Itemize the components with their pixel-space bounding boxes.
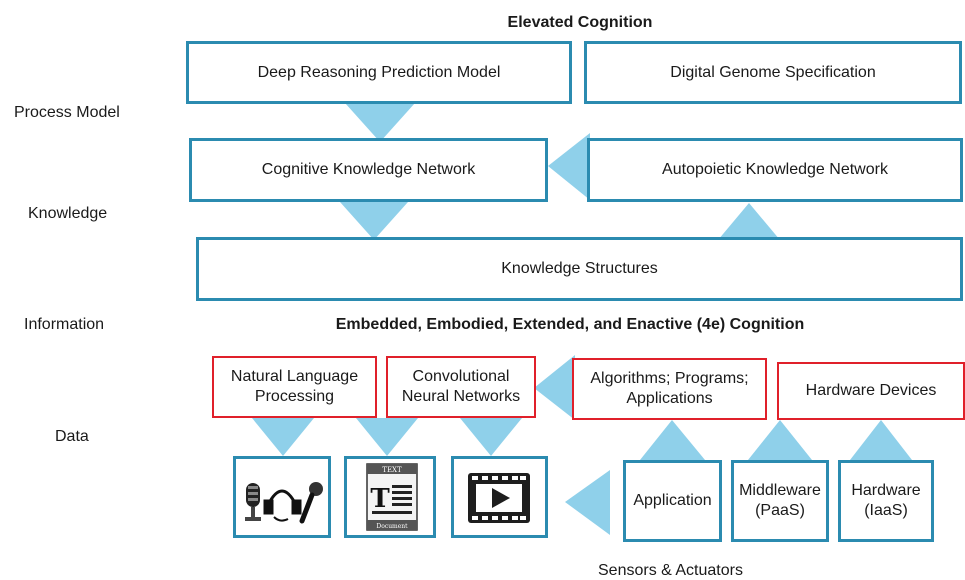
video-player-icon — [468, 473, 530, 523]
box-natural-language-processing: Natural Language Processing — [212, 356, 377, 418]
cnn-line1: Convolutional — [412, 368, 510, 385]
middleware-line1: Middleware — [739, 482, 821, 499]
text-document-icon: TEXT T Document — [366, 463, 418, 531]
arrow-autopoietic-to-cognitive — [548, 133, 590, 200]
box-knowledge-structures-label: Knowledge Structures — [501, 260, 658, 277]
box-autopoietic-kn-label: Autopoietic Knowledge Network — [662, 161, 888, 178]
box-deep-reasoning: Deep Reasoning Prediction Model — [186, 41, 572, 104]
doc-top-text: TEXT — [382, 466, 402, 474]
label-information: Information — [24, 316, 105, 333]
box-digital-genome-label: Digital Genome Specification — [670, 63, 876, 81]
arrow-middleware-to-algorithms — [748, 420, 812, 460]
nlp-line2: Processing — [254, 388, 335, 405]
headphones-icon — [263, 489, 302, 522]
arrow-application-to-algorithms — [640, 420, 705, 460]
svg-text:T: T — [370, 484, 390, 514]
cnn-line2: Neural Networks — [401, 388, 521, 405]
heading-elevated-cognition: Elevated Cognition — [507, 14, 653, 31]
box-deep-reasoning-label: Deep Reasoning Prediction Model — [257, 63, 501, 81]
arrow-cnn-to-text — [356, 418, 418, 456]
microphone-icon — [245, 483, 261, 521]
label-knowledge: Knowledge — [28, 205, 108, 222]
label-sensors-actuators: Sensors & Actuators — [598, 562, 743, 579]
handheld-microphone-icon — [299, 482, 323, 524]
text-document-box: TEXT T Document — [344, 456, 436, 538]
box-digital-genome: Digital Genome Specification — [584, 41, 962, 104]
arrow-structures-to-autopoietic — [718, 203, 780, 240]
box-convolutional-neural-networks: Convolutional Neural Networks — [386, 356, 536, 418]
heading-4e-cognition: Embedded, Embodied, Extended, and Enacti… — [335, 316, 805, 333]
nlp-line1: Natural Language — [230, 368, 359, 385]
box-knowledge-structures: Knowledge Structures — [196, 237, 963, 301]
arrow-cnn-to-video — [460, 418, 522, 456]
box-hardware: Hardware (IaaS) — [838, 460, 934, 542]
audio-devices-box — [233, 456, 331, 538]
doc-bottom-text: Document — [376, 523, 408, 530]
hardware-line1: Hardware — [851, 482, 921, 499]
box-autopoietic-knowledge-network: Autopoietic Knowledge Network — [587, 138, 963, 202]
box-algorithms-programs-applications: Algorithms; Programs; Applications — [572, 358, 767, 420]
video-player-box — [451, 456, 548, 538]
audio-devices-icon — [245, 482, 323, 524]
box-middleware: Middleware (PaaS) — [731, 460, 829, 542]
arrow-sensors-to-video — [565, 470, 610, 535]
arrow-nlp-to-audio — [252, 418, 314, 456]
arrow-hardware-to-devices — [850, 420, 912, 460]
algo-line2: Applications — [626, 390, 713, 407]
hardware-line2: (IaaS) — [864, 502, 908, 519]
box-cognitive-knowledge-network: Cognitive Knowledge Network — [189, 138, 548, 202]
label-data: Data — [55, 428, 89, 445]
algo-line1: Algorithms; Programs; — [590, 370, 749, 387]
box-hardware-devices: Hardware Devices — [777, 362, 965, 420]
application-label: Application — [633, 492, 712, 509]
hardware-devices-label: Hardware Devices — [805, 382, 937, 399]
arrow-algorithms-to-cnn — [534, 355, 575, 420]
arrow-cognitive-to-structures — [340, 202, 408, 240]
arrow-deep-to-cognitive — [345, 103, 415, 142]
label-process-model: Process Model — [14, 104, 120, 121]
middleware-line2: (PaaS) — [755, 502, 805, 519]
box-cognitive-kn-label: Cognitive Knowledge Network — [261, 161, 476, 178]
box-application: Application — [623, 460, 722, 542]
play-icon — [492, 488, 510, 508]
